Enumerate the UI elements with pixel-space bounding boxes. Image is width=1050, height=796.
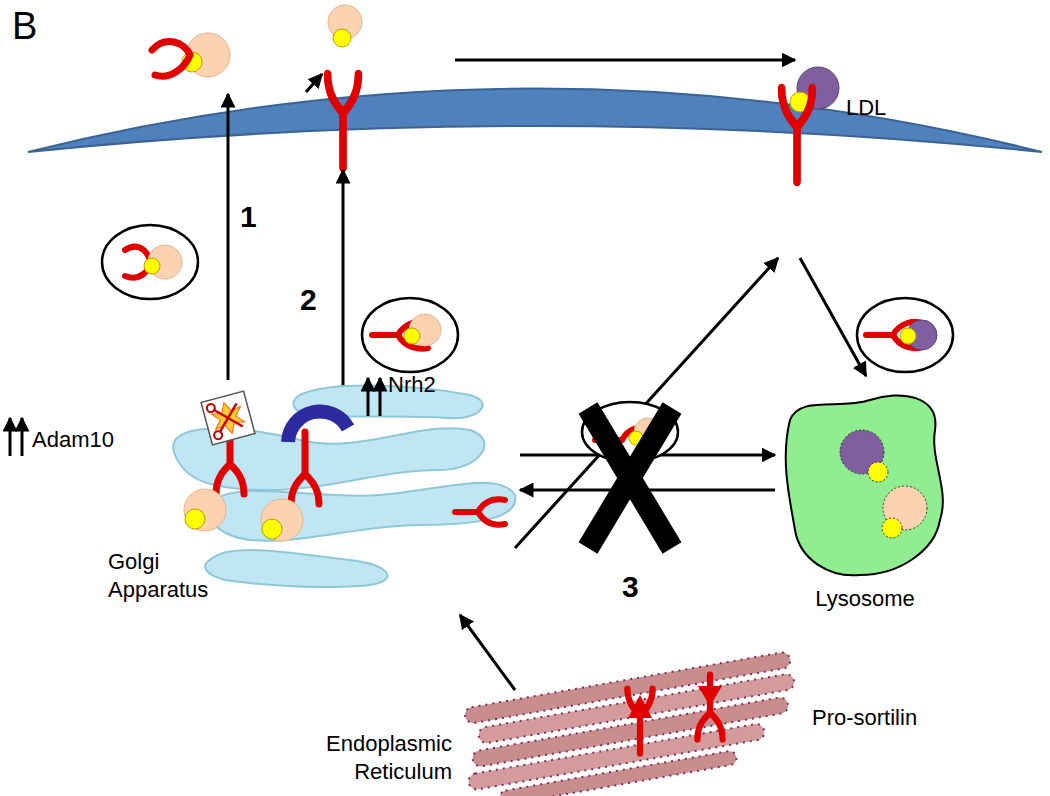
protein-label: Pro-sortilin <box>812 706 917 730</box>
pro-sortilin-symbol <box>627 675 722 754</box>
golgi-cisternae <box>173 386 515 588</box>
endoplasmic-reticulum: Endoplasmic Reticulum <box>320 690 805 794</box>
callout-number: 3 <box>622 570 639 603</box>
protein-label: Nrh2 <box>388 373 436 397</box>
flow-arrow <box>455 59 795 62</box>
flow-arrow <box>800 258 866 376</box>
plasma-membrane <box>28 89 1042 153</box>
scissors-icon <box>201 391 255 445</box>
shed-ectodomain <box>152 33 230 77</box>
ldl-label: LDL <box>846 96 886 120</box>
nrh2-protein <box>288 411 348 442</box>
cross-mark <box>588 408 672 548</box>
vesicle <box>102 225 198 299</box>
node-label: Lysosome <box>805 585 925 613</box>
protein-label: Adam10 <box>32 428 114 452</box>
transport-arrow <box>460 615 515 690</box>
lysosome: Lysosome <box>775 385 955 620</box>
flow-arrow <box>515 258 778 548</box>
callout-number: 2 <box>300 283 317 316</box>
membrane-receptor <box>306 5 362 168</box>
golgi-apparatus: Golgi Apparatus <box>105 370 520 615</box>
node-label: Golgi Apparatus <box>108 548 218 603</box>
vesicle <box>362 298 458 372</box>
flow-arrow <box>227 94 230 380</box>
panel-letter: B <box>12 6 37 48</box>
er-sheets <box>456 651 807 796</box>
node-label: Endoplasmic Reticulum <box>320 730 452 785</box>
ldl-bound-receptor <box>782 67 839 182</box>
lysosome-shape <box>786 395 943 575</box>
callout-number: 1 <box>240 200 257 233</box>
flow-arrow <box>342 170 345 400</box>
vesicle <box>857 298 953 372</box>
increase-arrows <box>10 378 380 456</box>
